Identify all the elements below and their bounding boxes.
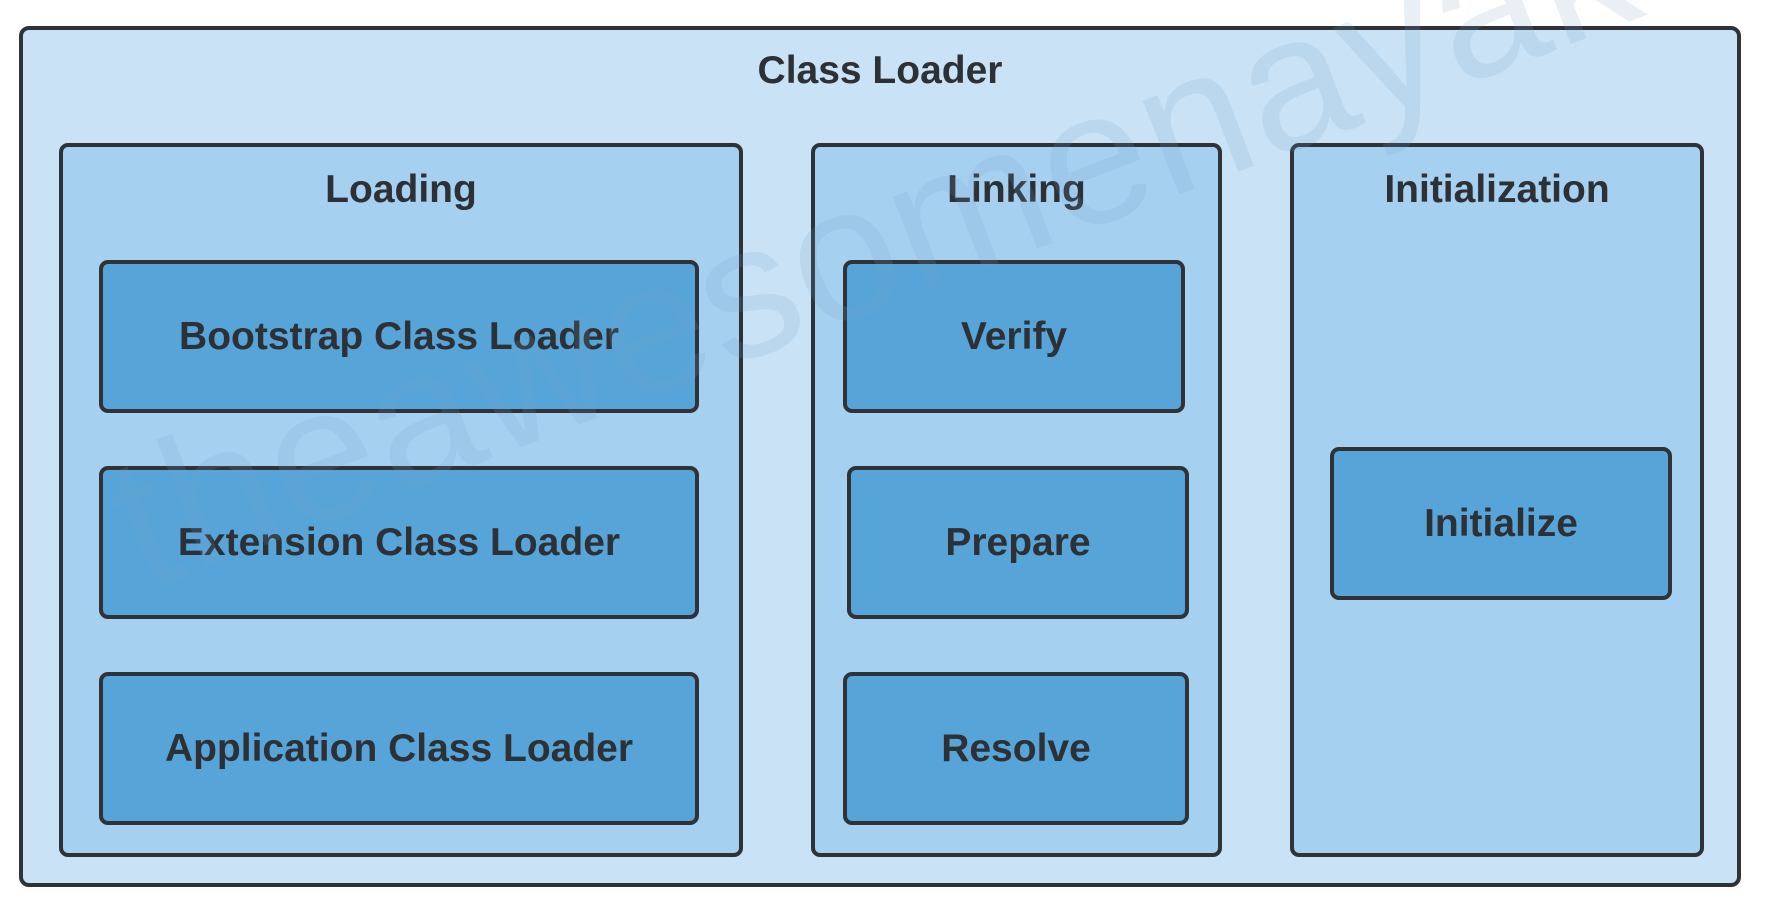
group-title-loading: Loading bbox=[325, 168, 477, 211]
node-application-class-loader: Application Class Loader bbox=[99, 672, 699, 825]
node-resolve: Resolve bbox=[843, 672, 1189, 825]
node-verify: Verify bbox=[843, 260, 1185, 413]
diagram-title: Class Loader bbox=[757, 49, 1003, 92]
group-initialization: Initialization Initialize bbox=[1290, 143, 1704, 857]
group-title-linking: Linking bbox=[947, 168, 1086, 211]
node-bootstrap-class-loader: Bootstrap Class Loader bbox=[99, 260, 699, 413]
node-prepare: Prepare bbox=[847, 466, 1189, 619]
group-loading: Loading Bootstrap Class Loader Extension… bbox=[59, 143, 743, 857]
node-extension-class-loader: Extension Class Loader bbox=[99, 466, 699, 619]
group-title-initialization: Initialization bbox=[1384, 168, 1610, 211]
class-loader-container: Class Loader Loading Bootstrap Class Loa… bbox=[19, 26, 1741, 887]
group-linking: Linking Verify Prepare Resolve bbox=[811, 143, 1222, 857]
node-initialize: Initialize bbox=[1330, 447, 1672, 600]
